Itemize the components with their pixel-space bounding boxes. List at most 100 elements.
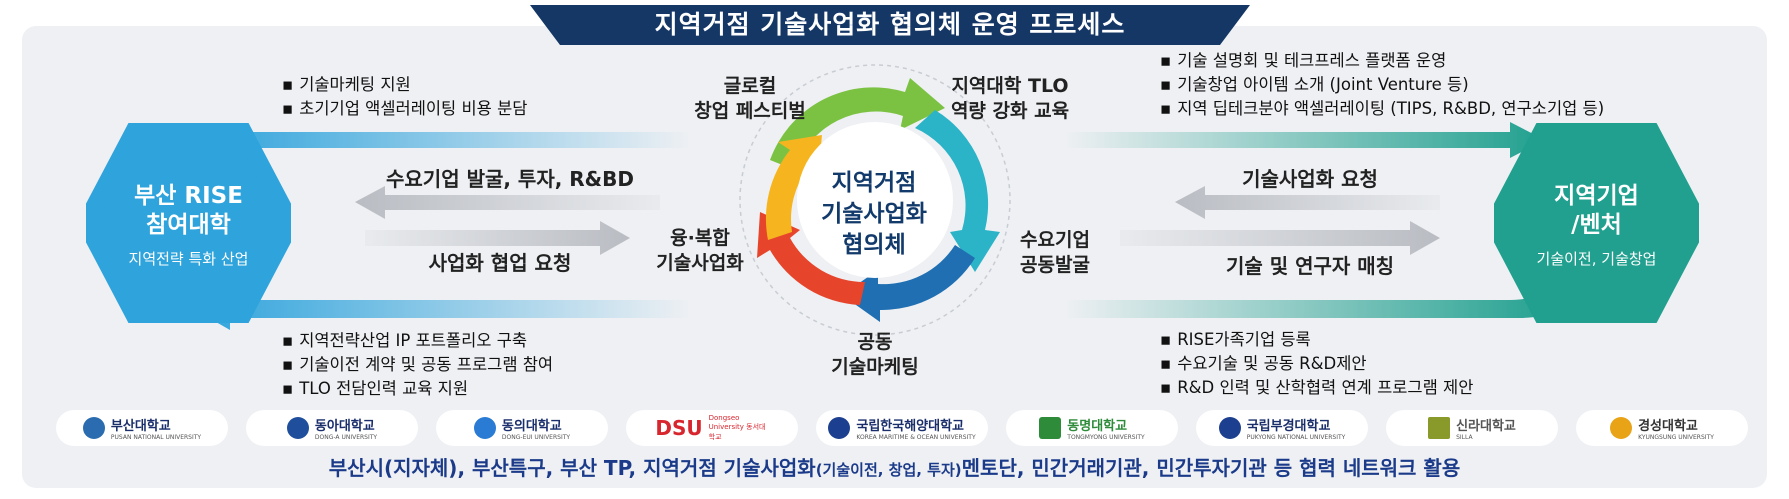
cycle-label-top-left: 글로컬 창업 페스티벌 (660, 74, 840, 124)
pusan-emblem-icon (82, 417, 105, 439)
bullet-item: 지역전략산업 IP 포트폴리오 구축 (282, 329, 553, 353)
bullets-top-left: 기술마케팅 지원 초기기업 액셀러레이팅 비용 분담 (282, 73, 527, 121)
logo-name: 동명대학교 (1067, 419, 1128, 434)
cycle-bottom-line1: 공동 (857, 331, 893, 353)
cycle-segment-green (770, 78, 945, 170)
center-line3: 협의체 (842, 232, 906, 258)
cycle-left-line1: 융·복합 (670, 227, 730, 249)
dashed-orbit (739, 64, 1011, 336)
gray-arrow-right-1 (1175, 186, 1440, 219)
cycle-right-line2: 공동발굴 (1020, 254, 1090, 276)
left-hex-title-line2: 참여대학 (146, 212, 231, 238)
bullet-item: 기술마케팅 지원 (282, 73, 527, 97)
gray-arrow-left-1 (355, 186, 660, 219)
cycle-top-left-line2: 창업 페스티벌 (694, 100, 806, 122)
right-hexagon (1494, 123, 1699, 323)
logo-name: 신라대학교 (1456, 419, 1516, 434)
bullets-bottom-left: 지역전략산업 IP 포트폴리오 구축 기술이전 계약 및 공동 프로그램 참여 … (282, 329, 553, 401)
donga-emblem-icon (286, 417, 309, 439)
kyungsung-emblem-icon (1610, 417, 1633, 439)
left-bottom-band (195, 290, 690, 330)
center-label: 지역거점 기술사업화 협의체 (804, 168, 944, 261)
logo-name: 동의대학교 (501, 419, 562, 434)
bullets-top-right: 기술 설명회 및 테크프레스 플랫폼 운영 기술창업 아이템 소개 (Joint… (1160, 49, 1604, 121)
logo-sub: PUKYONG NATIONAL UNIVERSITY (1246, 434, 1346, 441)
gray-arrow-left-2 (365, 221, 630, 255)
logo-sub: KYUNGSUNG UNIVERSITY (1638, 434, 1714, 441)
right-hex-title-line2: /벤처 (1571, 212, 1622, 238)
bullet-item: 수요기술 및 공동 R&D제안 (1160, 352, 1473, 376)
cycle-right-line1: 수요기업 (1020, 229, 1090, 251)
cycle-top-right-line2: 역량 강화 교육 (950, 100, 1070, 122)
footer-part3: 멘토단, 민간거래기관, 민간투자기관 등 협력 네트워크 활용 (961, 456, 1461, 480)
left-hex-title: 부산 RISE 참여대학 (86, 182, 291, 240)
dongeui-emblem-icon (473, 417, 496, 439)
logo-name: 국립부경대학교 (1246, 419, 1331, 434)
flow-label-right-top: 기술사업화 요청 (1242, 167, 1378, 191)
bullet-item: 초기기업 액셀러레이팅 비용 분담 (282, 97, 527, 121)
silla-emblem-icon (1428, 417, 1451, 439)
logo-name: 국립한국해양대학교 (856, 419, 965, 434)
page-title: 지역거점 기술사업화 협의체 운영 프로세스 (654, 10, 1126, 39)
logo-sub: SILLA (1456, 434, 1473, 441)
cycle-top-right-line1: 지역대학 TLO (951, 75, 1069, 97)
cycle-bottom-line2: 기술마케팅 (831, 356, 919, 378)
cycle-label-top-right: 지역대학 TLO 역량 강화 교육 (920, 74, 1100, 124)
cycle-label-left: 융·복합 기술사업화 (635, 226, 765, 276)
logo-sub: DONG-EUI UNIVERSITY (501, 434, 571, 441)
cycle-segment-teal (915, 110, 1000, 272)
logo-name: DSU (655, 416, 703, 440)
kmou-emblem-icon (828, 417, 851, 439)
cycle-segment-red (757, 212, 865, 305)
left-hex-subtitle: 지역전략 특화 산업 (128, 250, 249, 268)
gray-arrow-right-2 (1120, 221, 1440, 255)
right-hex-subtitle: 기술이전, 기술창업 (1536, 250, 1657, 268)
left-hex-title-line1: 부산 RISE (134, 183, 243, 209)
logo-sub: TONGMYONG UNIVERSITY (1067, 434, 1145, 441)
bullet-item: 기술이전 계약 및 공동 프로그램 참여 (282, 353, 553, 377)
bullet-item: 기술창업 아이템 소개 (Joint Venture 등) (1160, 73, 1604, 97)
bullet-item: TLO 전담인력 교육 지원 (282, 377, 553, 401)
left-hexagon (86, 123, 291, 323)
bullets-bottom-right: RISE가족기업 등록 수요기술 및 공동 R&D제안 R&D 인력 및 산학협… (1160, 328, 1473, 400)
logo-sub: PUSAN NATIONAL UNIVERSITY (110, 434, 202, 441)
logo-name: 경성대학교 (1638, 419, 1698, 434)
logo-sub: Dongseo University 동서대학교 (708, 414, 766, 441)
footer-network-text: 부산시(지자체), 부산특구, 부산 TP, 지역거점 기술사업화(기술이전, … (22, 452, 1767, 481)
logo-name: 부산대학교 (110, 419, 171, 434)
footer-part2: (기술이전, 창업, 투자) (815, 461, 962, 479)
left-top-band (200, 132, 690, 165)
logo-dsu: DSU Dongseo University 동서대학교 (626, 410, 798, 446)
footer-part1: 부산시(지자체), 부산특구, 부산 TP, 지역거점 기술사업화 (328, 456, 816, 480)
pukyong-emblem-icon (1218, 417, 1241, 439)
right-top-band (1065, 122, 1545, 158)
bullet-item: RISE가족기업 등록 (1160, 328, 1473, 352)
logo-sub: KOREA MARITIME & OCEAN UNIVERSITY (856, 434, 976, 441)
logo-sub: DONG-A UNIVERSITY (314, 434, 378, 441)
bullet-item: R&D 인력 및 산학협력 연계 프로그램 제안 (1160, 376, 1473, 400)
bullet-item: 지역 딥테크분야 액셀러레이팅 (TIPS, R&BD, 연구소기업 등) (1160, 97, 1604, 121)
right-hex-title-line1: 지역기업 (1554, 183, 1639, 209)
cycle-left-line2: 기술사업화 (656, 252, 744, 274)
right-bottom-band (1065, 280, 1560, 318)
cycle-top-left-line1: 글로컬 (723, 75, 777, 97)
center-line1: 지역거점 (831, 170, 917, 196)
cycle-label-right: 수요기업 공동발굴 (1000, 228, 1110, 278)
cycle-label-bottom: 공동 기술마케팅 (790, 330, 960, 380)
flow-label-left-bottom: 사업화 협업 요청 (428, 251, 572, 275)
right-hex-title: 지역기업 /벤처 (1494, 182, 1699, 240)
tongmyong-emblem-icon (1039, 417, 1062, 439)
flow-label-left-top: 수요기업 발굴, 투자, R&BD (386, 167, 634, 191)
title-banner-shape (530, 5, 1250, 45)
center-disc (797, 122, 953, 278)
